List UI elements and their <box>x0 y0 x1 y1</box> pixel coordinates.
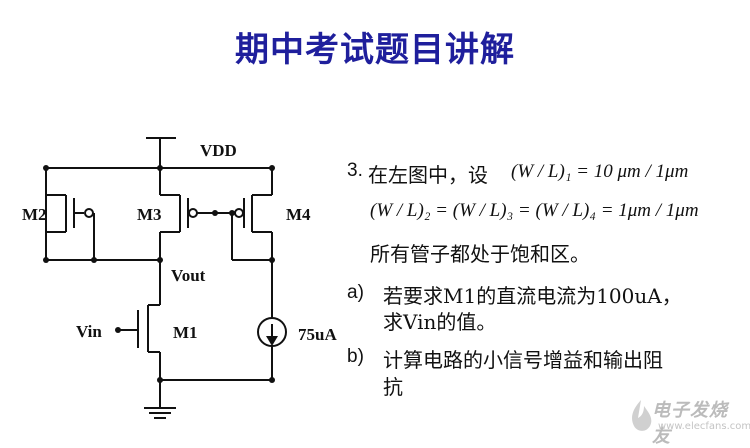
equation-2: (W / L)₂ = (W / L)₃ = (W / L)₄ = 1μm / 1… <box>370 200 699 221</box>
m3-label: M3 <box>137 205 162 224</box>
junction-dot <box>157 165 163 171</box>
junction-dot <box>157 377 163 383</box>
junction-dot <box>229 210 235 216</box>
m2-gate-bubble <box>84 208 94 218</box>
item-b-label: b) <box>347 346 364 367</box>
junction-dot <box>269 377 275 383</box>
junction-dot <box>91 257 97 263</box>
junction-dot <box>269 257 275 263</box>
m4-gate-bubble <box>234 208 244 218</box>
junction-dot <box>212 210 218 216</box>
watermark-flame-icon <box>632 400 652 431</box>
m3-gate-bubble <box>188 208 198 218</box>
junction-dot <box>43 257 49 263</box>
slide-title: 期中考试题目讲解 <box>235 30 515 70</box>
item-a-text-line1: 若要求M1的直流电流为100uA， <box>383 284 682 308</box>
question-intro: 在左图中，设 <box>368 163 488 187</box>
item-a-label: a) <box>347 282 364 303</box>
junction-dot <box>157 257 163 263</box>
item-b-text-line2: 抗 <box>383 375 403 399</box>
watermark-logo: 电子发烧友 www.elecfans.com <box>626 396 750 447</box>
junction-dot <box>43 165 49 171</box>
junction-dot <box>269 165 275 171</box>
vin-terminal-dot <box>115 327 121 333</box>
m2-label: M2 <box>22 205 47 224</box>
question-number: 3. <box>347 160 363 181</box>
vout-label: Vout <box>171 266 206 285</box>
item-a-text-line2: 求Vin的值。 <box>383 310 497 334</box>
vin-label: Vin <box>76 322 102 341</box>
current-source-label: 75uA <box>298 325 337 344</box>
item-b-text-line1: 计算电路的小信号增益和输出阻 <box>383 348 663 372</box>
vdd-label: VDD <box>200 141 237 160</box>
watermark-text: 电子发烧友 <box>652 400 728 447</box>
m4-label: M4 <box>286 205 311 224</box>
m1-label: M1 <box>173 323 198 342</box>
equation-1: (W / L)₁ = 10 μm / 1μm <box>511 161 689 182</box>
saturation-note: 所有管子都处于饱和区。 <box>370 242 590 266</box>
current-source-arrow-head <box>266 336 278 346</box>
watermark-url: www.elecfans.com <box>658 421 750 432</box>
